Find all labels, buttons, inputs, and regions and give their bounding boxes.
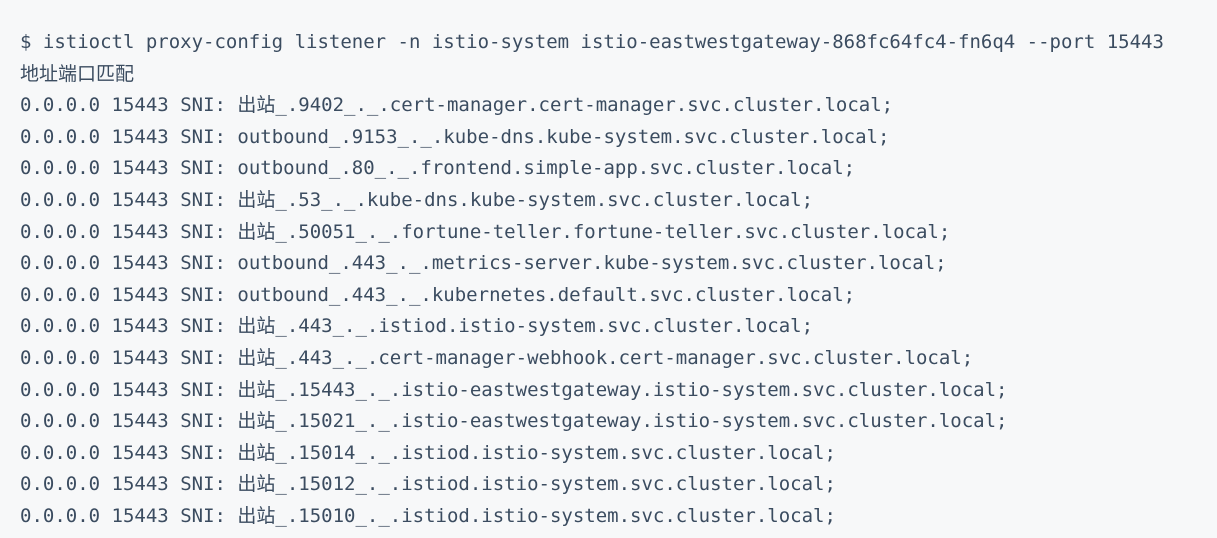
sni-label: SNI: (180, 252, 226, 275)
listener-row: 0.0.0.0 15443 SNI: outbound_.443_._.metr… (20, 248, 1207, 280)
port-cell: 15443 (111, 283, 169, 306)
sni-value: 出站_.50051_._.fortune-teller.fortune-tell… (237, 220, 951, 243)
sni-label: SNI: (180, 157, 226, 180)
listener-row: 0.0.0.0 15443 SNI: outbound_.80_._.front… (20, 153, 1207, 185)
address-cell: 0.0.0.0 (20, 283, 101, 306)
port-cell: 15443 (111, 441, 169, 464)
sni-label: SNI: (180, 220, 226, 243)
prompt-symbol: $ (20, 31, 32, 53)
listener-row: 0.0.0.0 15443 SNI: 出站_.15443_._.istio-ea… (20, 375, 1207, 407)
port-cell: 15443 (111, 315, 169, 338)
sni-label: SNI: (180, 315, 226, 338)
port-cell: 15443 (111, 473, 169, 496)
sni-value: 出站_.53_._.kube-dns.kube-system.svc.clust… (237, 188, 814, 211)
sni-value: outbound_.443_._.kubernetes.default.svc.… (237, 283, 856, 306)
address-cell: 0.0.0.0 (20, 220, 101, 243)
sni-value: outbound_.9153_._.kube-dns.kube-system.s… (237, 125, 890, 148)
port-cell: 15443 (111, 378, 169, 401)
listener-row: 0.0.0.0 15443 SNI: 出站_.9402_._.cert-mana… (20, 90, 1207, 122)
listener-row: 0.0.0.0 15443 SNI: 出站_.15014_._.istiod.i… (20, 438, 1207, 470)
sni-label: SNI: (180, 125, 226, 148)
port-cell: 15443 (111, 410, 169, 433)
port-cell: 15443 (111, 346, 169, 369)
sni-value: outbound_.80_._.frontend.simple-app.svc.… (237, 157, 856, 180)
address-cell: 0.0.0.0 (20, 441, 101, 464)
output-column-header: 地址端口匹配 (20, 62, 135, 85)
sni-label: SNI: (180, 94, 226, 117)
listener-row: 0.0.0.0 15443 SNI: 出站_.443_._.cert-manag… (20, 343, 1207, 375)
listener-row: 0.0.0.0 15443 SNI: 出站_.15012_._.istiod.i… (20, 469, 1207, 501)
address-cell: 0.0.0.0 (20, 188, 101, 211)
listener-row: 0.0.0.0 15443 SNI: outbound_.443_._.kube… (20, 280, 1207, 312)
sni-label: SNI: (180, 188, 226, 211)
address-cell: 0.0.0.0 (20, 378, 101, 401)
command-line: $ istioctl proxy-config listener -n isti… (20, 27, 1207, 59)
sni-value: 出站_.15021_._.istio-eastwestgateway.istio… (237, 410, 1008, 433)
sni-value: 出站_.443_._.cert-manager-webhook.cert-man… (237, 346, 974, 369)
listener-row: 0.0.0.0 15443 SNI: outbound_.9153_._.kub… (20, 122, 1207, 154)
port-cell: 15443 (111, 94, 169, 117)
port-cell: 15443 (111, 504, 169, 527)
sni-label: SNI: (180, 410, 226, 433)
sni-label: SNI: (180, 378, 226, 401)
sni-value: 出站_.15014_._.istiod.istio-system.svc.clu… (237, 441, 836, 464)
listener-row: 0.0.0.0 15443 SNI: 出站_.15021_._.istio-ea… (20, 406, 1207, 438)
port-cell: 15443 (111, 220, 169, 243)
command-text: istioctl proxy-config listener -n istio-… (42, 31, 1164, 53)
sni-label: SNI: (180, 473, 226, 496)
address-cell: 0.0.0.0 (20, 315, 101, 338)
sni-label: SNI: (180, 283, 226, 306)
sni-label: SNI: (180, 504, 226, 527)
address-cell: 0.0.0.0 (20, 346, 101, 369)
listener-row: 0.0.0.0 15443 SNI: 出站_.443_._.istiod.ist… (20, 311, 1207, 343)
sni-value: 出站_.15012_._.istiod.istio-system.svc.clu… (237, 473, 836, 496)
listener-row: 0.0.0.0 15443 SNI: 出站_.53_._.kube-dns.ku… (20, 185, 1207, 217)
address-cell: 0.0.0.0 (20, 157, 101, 180)
address-cell: 0.0.0.0 (20, 504, 101, 527)
sni-value: 出站_.9402_._.cert-manager.cert-manager.sv… (237, 94, 894, 117)
sni-label: SNI: (180, 441, 226, 464)
address-cell: 0.0.0.0 (20, 410, 101, 433)
sni-value: 出站_.15443_._.istio-eastwestgateway.istio… (237, 378, 1008, 401)
sni-value: 出站_.15010_._.istiod.istio-system.svc.clu… (237, 504, 836, 527)
port-cell: 15443 (111, 125, 169, 148)
address-cell: 0.0.0.0 (20, 125, 101, 148)
address-cell: 0.0.0.0 (20, 473, 101, 496)
port-cell: 15443 (111, 252, 169, 275)
port-cell: 15443 (111, 188, 169, 211)
port-cell: 15443 (111, 157, 169, 180)
address-cell: 0.0.0.0 (20, 252, 101, 275)
sni-value: 出站_.443_._.istiod.istio-system.svc.clust… (237, 315, 814, 338)
listener-row: 0.0.0.0 15443 SNI: 出站_.50051_._.fortune-… (20, 217, 1207, 249)
listener-row: 0.0.0.0 15443 SNI: 出站_.15010_._.istiod.i… (20, 501, 1207, 533)
sni-value: outbound_.443_._.metrics-server.kube-sys… (237, 252, 947, 275)
address-cell: 0.0.0.0 (20, 94, 101, 117)
sni-label: SNI: (180, 346, 226, 369)
